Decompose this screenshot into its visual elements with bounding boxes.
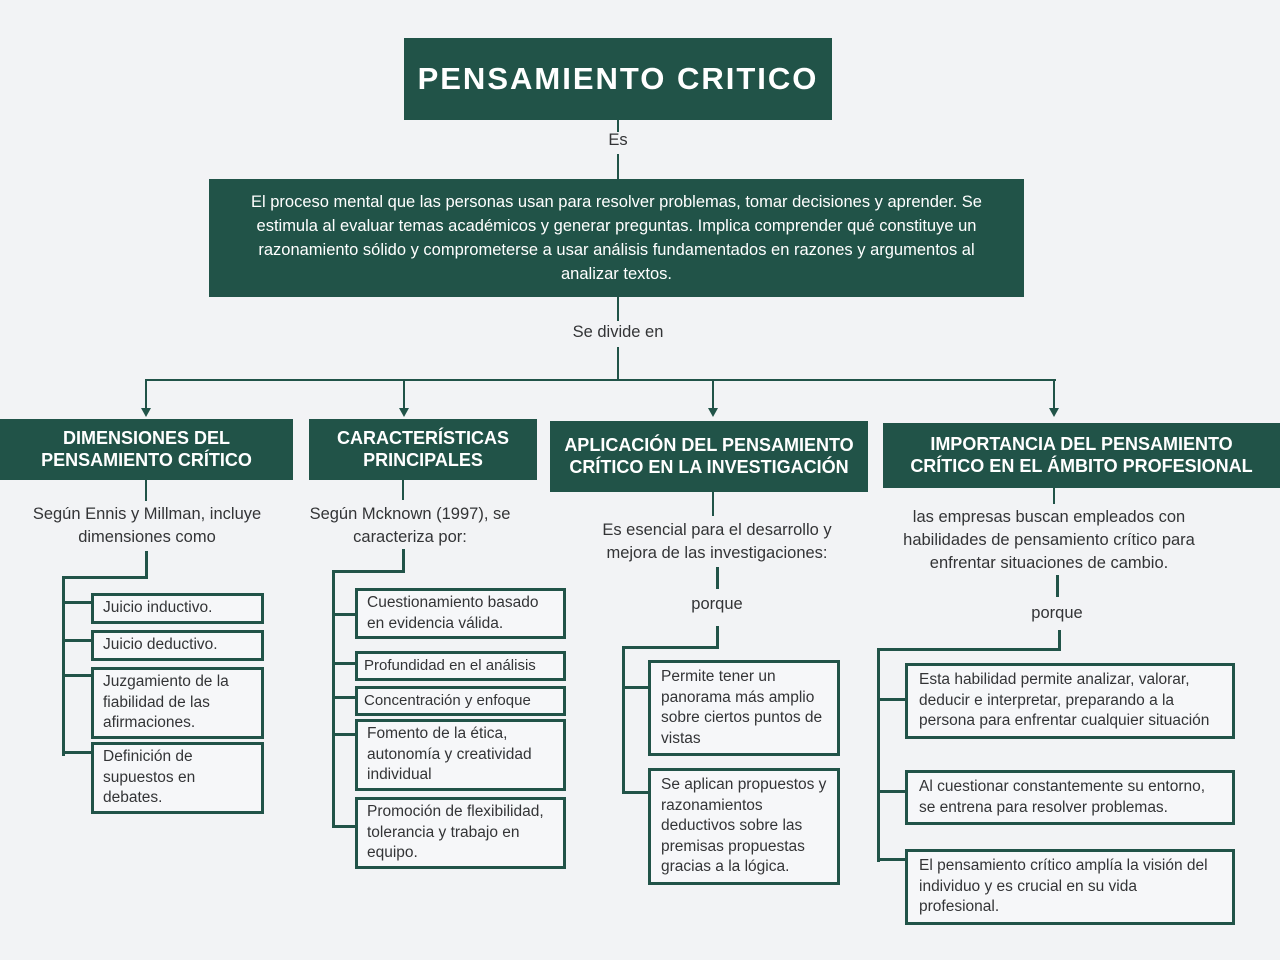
connector-stub bbox=[62, 751, 91, 754]
connector-stub bbox=[877, 698, 905, 701]
leaf-box: Fomento de la ética, autonomía y creativ… bbox=[355, 719, 566, 791]
connector-line bbox=[1058, 630, 1061, 651]
arrow-down-icon bbox=[708, 408, 718, 417]
connector-trunk bbox=[62, 576, 65, 756]
leaf-box: Concentración y enfoque bbox=[355, 686, 566, 716]
branch-subtitle-aplicacion: Es esencial para el desarrollo y mejora … bbox=[602, 521, 832, 563]
connector-stub bbox=[622, 686, 648, 689]
arrow-down-icon bbox=[141, 408, 151, 417]
connector-line bbox=[145, 480, 147, 501]
connector-stub bbox=[332, 662, 355, 665]
connector-line bbox=[617, 120, 619, 132]
branch-title: IMPORTANCIA DEL PENSAMIENTO CRÍTICO EN E… bbox=[910, 433, 1253, 476]
branch-header-aplicacion: APLICACIÓN DEL PENSAMIENTO CRÍTICO EN LA… bbox=[550, 421, 868, 492]
connector-line bbox=[712, 492, 714, 516]
connector-line bbox=[1053, 488, 1055, 504]
connector-stub bbox=[332, 696, 355, 699]
link-label-porque: porque bbox=[1031, 604, 1083, 622]
link-label-porque: porque bbox=[691, 595, 743, 613]
connector-stub bbox=[62, 639, 91, 642]
leaf-box: Promoción de flexibilidad, tolerancia y … bbox=[355, 797, 566, 869]
leaf-box: Juicio inductivo. bbox=[91, 593, 264, 624]
branch-subtitle-importancia: las empresas buscan empleados con habili… bbox=[903, 508, 1195, 573]
leaf-box: Definición de supuestos en debates. bbox=[91, 742, 264, 814]
link-label-es: Es bbox=[608, 131, 628, 149]
connector-drop bbox=[403, 379, 405, 409]
connector-line bbox=[716, 626, 719, 649]
connector-trunk bbox=[332, 570, 335, 828]
leaf-box: Permite tener un panorama más amplio sob… bbox=[648, 660, 840, 757]
connector-trunk bbox=[877, 648, 880, 862]
arrow-down-icon bbox=[399, 408, 409, 417]
connector-line bbox=[402, 480, 404, 500]
root-title-box: PENSAMIENTO CRITICO bbox=[404, 38, 832, 120]
connector-line bbox=[617, 297, 619, 321]
leaf-box: Esta habilidad permite analizar, valorar… bbox=[905, 663, 1235, 739]
connector-line bbox=[402, 549, 405, 573]
leaf-box: Juicio deductivo. bbox=[91, 630, 264, 661]
connector-drop bbox=[712, 379, 714, 409]
connector-stub bbox=[62, 601, 91, 604]
connector-stub bbox=[332, 733, 355, 736]
connector-trunk bbox=[622, 646, 625, 794]
branch-subtitle-caracteristicas: Según Mcknown (1997), se caracteriza por… bbox=[309, 505, 511, 547]
definition-box: El proceso mental que las personas usan … bbox=[209, 179, 1024, 297]
connector-drop bbox=[145, 379, 147, 409]
leaf-box: Al cuestionar constantemente su entorno,… bbox=[905, 770, 1235, 826]
leaf-box: Se aplican propuestos y razonamientos de… bbox=[648, 768, 840, 886]
connector-rail bbox=[145, 379, 1056, 381]
connector-stub bbox=[332, 825, 355, 828]
root-title-label: PENSAMIENTO CRITICO bbox=[417, 61, 819, 96]
branch-title: CARACTERÍSTICAS PRINCIPALES bbox=[336, 427, 509, 470]
leaf-box: El pensamiento crítico amplía la visión … bbox=[905, 849, 1235, 925]
leaf-box: Juzgamiento de la fiabilidad de las afir… bbox=[91, 667, 264, 739]
connector-line bbox=[145, 551, 148, 579]
split-label: Se divide en bbox=[572, 323, 664, 341]
connector-line bbox=[622, 646, 719, 649]
branch-title: APLICACIÓN DEL PENSAMIENTO CRÍTICO EN LA… bbox=[564, 434, 854, 477]
connector-line bbox=[62, 576, 148, 579]
connector-stub bbox=[877, 790, 905, 793]
connector-stub bbox=[62, 674, 91, 677]
connector-line bbox=[332, 570, 405, 573]
leaf-box: Profundidad en el análisis bbox=[355, 651, 566, 681]
branch-title: DIMENSIONES DEL PENSAMIENTO CRÍTICO bbox=[41, 427, 252, 470]
connector-line bbox=[617, 154, 619, 179]
branch-header-caracteristicas: CARACTERÍSTICAS PRINCIPALES bbox=[309, 419, 537, 480]
connector-line bbox=[716, 567, 719, 589]
connector-stub bbox=[622, 791, 648, 794]
definition-text: El proceso mental que las personas usan … bbox=[251, 192, 982, 284]
leaf-box: Cuestionamiento basado en evidencia váli… bbox=[355, 588, 566, 640]
arrow-down-icon bbox=[1049, 408, 1059, 417]
connector-line bbox=[1056, 575, 1059, 597]
branch-subtitle-dimensiones: Según Ennis y Millman, incluye dimension… bbox=[32, 505, 262, 547]
branch-header-importancia: IMPORTANCIA DEL PENSAMIENTO CRÍTICO EN E… bbox=[883, 423, 1280, 488]
connector-stub bbox=[877, 858, 905, 861]
branch-header-dimensiones: DIMENSIONES DEL PENSAMIENTO CRÍTICO bbox=[0, 419, 293, 480]
connector-stub bbox=[332, 613, 355, 616]
connector-drop bbox=[1053, 379, 1055, 409]
connector-line bbox=[617, 347, 619, 380]
connector-line bbox=[877, 648, 1061, 651]
